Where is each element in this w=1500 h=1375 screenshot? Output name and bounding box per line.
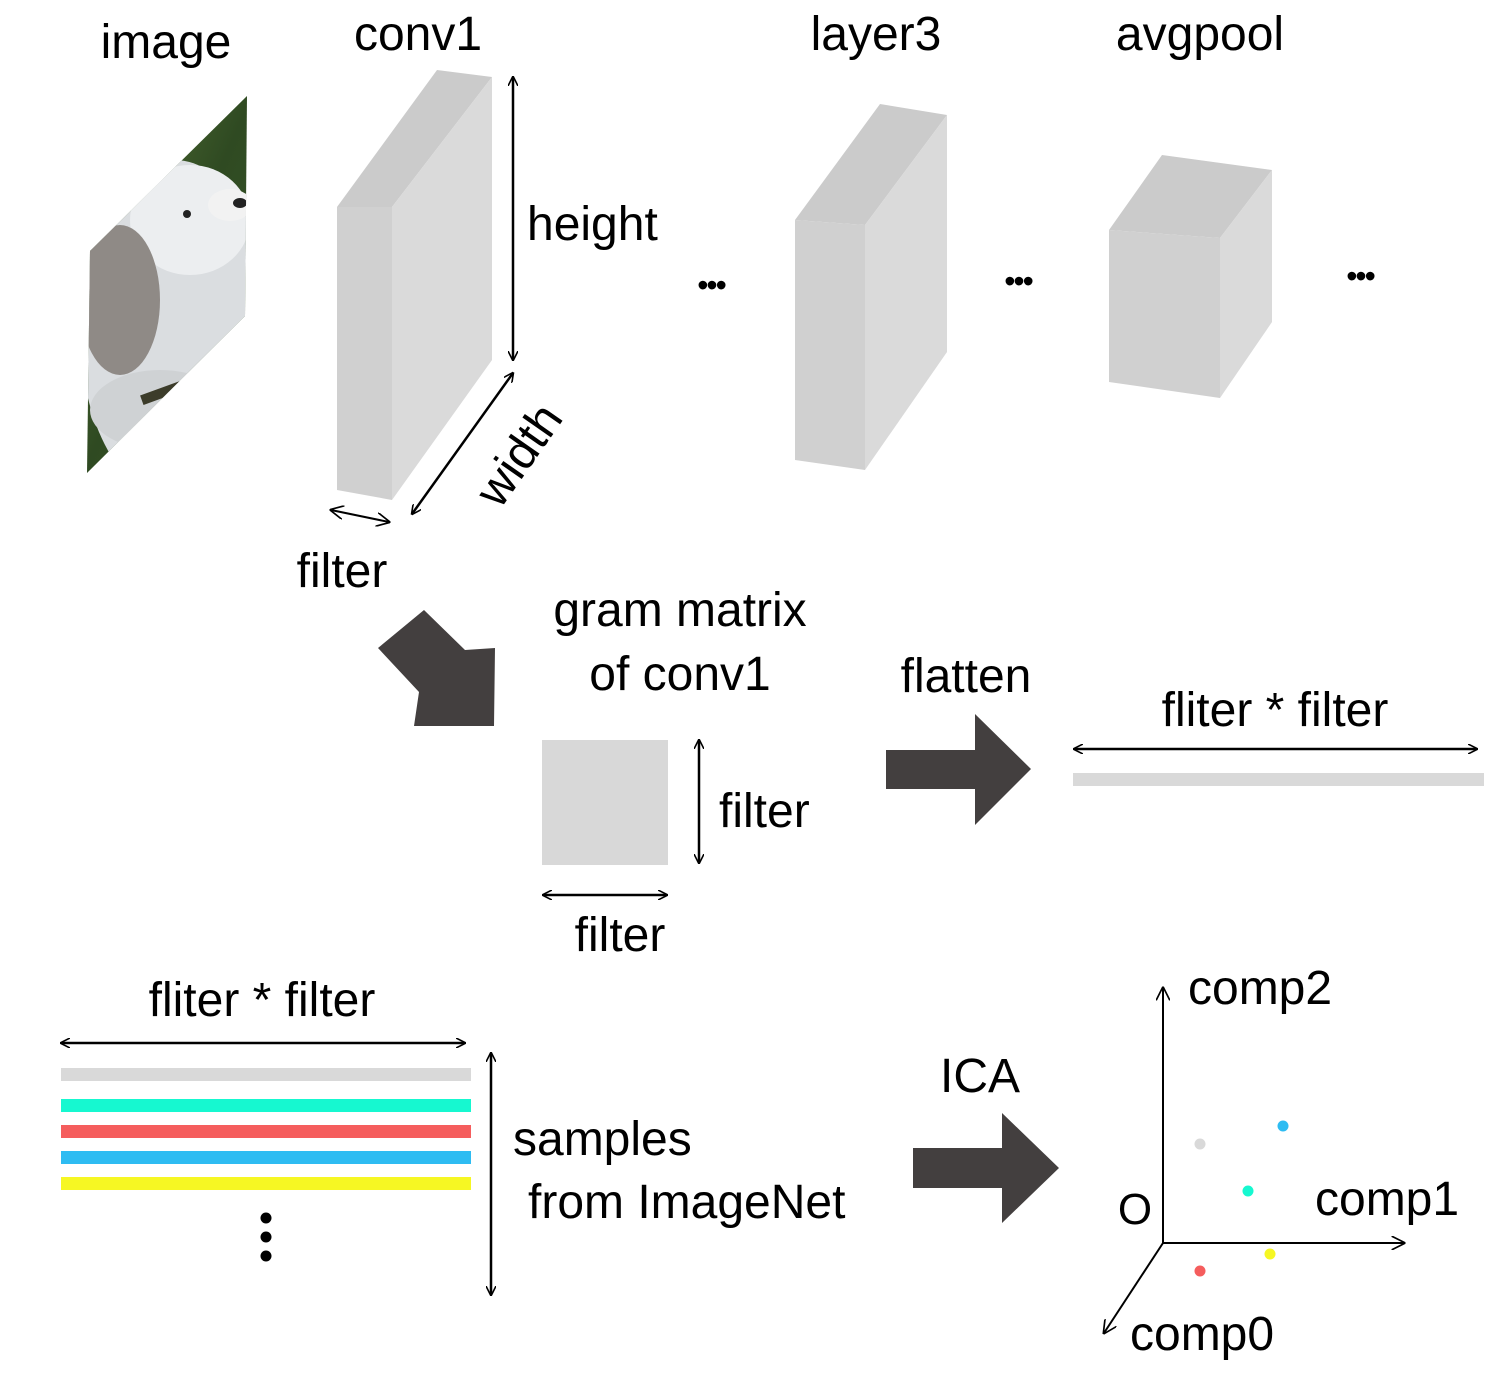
- sample-row-gray: [61, 1068, 471, 1081]
- point-blue: [1277, 1120, 1289, 1132]
- avgpool-block-top: [1109, 155, 1272, 238]
- comp1-axis-label: comp1: [1315, 1173, 1459, 1226]
- comp0-axis: [1104, 1242, 1164, 1333]
- flatten-big-arrow: [886, 714, 1031, 825]
- samples-label-line1: samples: [513, 1113, 692, 1166]
- sample-row-cyan: [61, 1099, 471, 1112]
- ellipsis-2: •••: [1004, 263, 1032, 299]
- dog-photo-icon: [87, 96, 247, 473]
- filter-label: filter: [297, 545, 388, 598]
- width-arrow: [412, 373, 513, 514]
- ica-big-arrow: [913, 1113, 1059, 1223]
- ellipsis-3: •••: [1346, 258, 1374, 294]
- height-label: height: [527, 198, 658, 251]
- diagonal-big-arrow: [378, 610, 495, 726]
- gram-title-line2: of conv1: [589, 648, 770, 701]
- ellipsis-1: •••: [697, 267, 725, 303]
- comp2-axis-label: comp2: [1188, 962, 1332, 1015]
- conv1-block-front: [337, 207, 392, 500]
- sample-row-red: [61, 1125, 471, 1138]
- vertical-ellipsis-icon: [260, 1212, 272, 1262]
- filter-depth-arrow: [331, 510, 389, 522]
- point-yellow: [1264, 1248, 1276, 1260]
- avgpool-block: [1109, 155, 1272, 398]
- layer3-label: layer3: [811, 8, 942, 61]
- flattened-vector: [1073, 773, 1484, 786]
- samples-label-line2: from ImageNet: [528, 1176, 845, 1229]
- layer3-block-top: [795, 104, 947, 225]
- flatten-label: flatten: [901, 650, 1032, 703]
- avgpool-block-side: [1220, 170, 1272, 398]
- point-red: [1194, 1265, 1206, 1277]
- gram-title-line1: gram matrix: [553, 584, 806, 637]
- gram-filter-right-label: filter: [719, 785, 810, 838]
- origin-label: O: [1118, 1185, 1152, 1234]
- layer3-block-side: [865, 115, 947, 470]
- gram-filter-bottom-label: filter: [575, 909, 666, 962]
- comp0-axis-label: comp0: [1130, 1308, 1274, 1361]
- point-gray: [1194, 1138, 1206, 1150]
- sample-row-yellow: [61, 1177, 471, 1190]
- avgpool-block-front: [1109, 230, 1220, 398]
- matrix-label: fliter * filter: [149, 974, 376, 1027]
- conv1-block-top: [337, 70, 492, 207]
- image-label: image: [101, 16, 232, 69]
- layer3-block-front: [795, 220, 865, 470]
- point-cyan: [1242, 1185, 1254, 1197]
- width-label: width: [465, 394, 573, 517]
- ica-label: ICA: [940, 1050, 1020, 1103]
- avgpool-label: avgpool: [1116, 8, 1284, 61]
- vector-label: fliter * filter: [1162, 684, 1389, 737]
- conv1-label: conv1: [354, 8, 482, 61]
- layer3-block: [795, 104, 947, 470]
- sample-row-blue: [61, 1151, 471, 1164]
- gram-matrix-square: [542, 740, 668, 865]
